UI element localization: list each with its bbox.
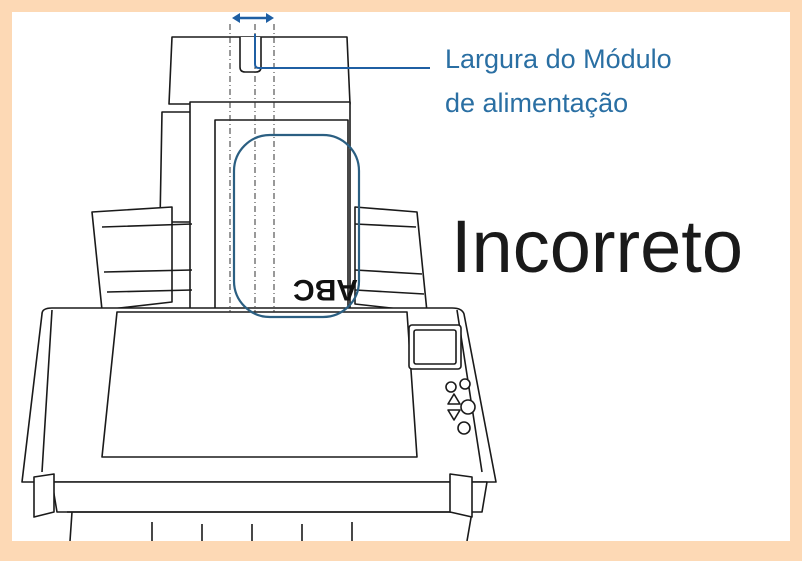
- down-arrow-icon: [447, 409, 461, 421]
- side-latch-left: [33, 473, 55, 518]
- output-tray: [51, 481, 488, 513]
- callout-label-line2: de alimentação: [445, 88, 629, 118]
- power-button: [459, 378, 471, 390]
- scanner-illustration: [21, 13, 497, 541]
- width-arrow-right-head: [266, 13, 274, 23]
- side-latch-right: [449, 473, 473, 518]
- hopper-rail-left: [101, 223, 193, 293]
- button-a: [445, 381, 457, 393]
- callout-leader: [254, 34, 430, 69]
- hopper-rail-right: [354, 223, 425, 295]
- up-arrow-icon: [447, 393, 461, 405]
- verdict-label: Incorreto: [451, 205, 744, 288]
- document-text: ABC: [293, 273, 358, 306]
- chute-slot: [239, 37, 262, 73]
- stacker-lines: [151, 522, 353, 541]
- chute-left-guide: [159, 111, 195, 223]
- lcd-inner: [413, 329, 457, 365]
- hopper-body-right: [354, 206, 428, 313]
- output-tray-lower: [67, 511, 473, 541]
- width-arrow-left-head: [232, 13, 240, 23]
- hopper-body: [91, 206, 173, 311]
- illustration-panel: Largura do Módulo de alimentação Incorre…: [12, 12, 790, 541]
- stop-button: [457, 421, 471, 435]
- document-highlight: [232, 133, 361, 319]
- front-cover: [101, 311, 418, 458]
- callout-label-line1: Largura do Módulo: [445, 44, 672, 74]
- scan-button: [460, 399, 476, 415]
